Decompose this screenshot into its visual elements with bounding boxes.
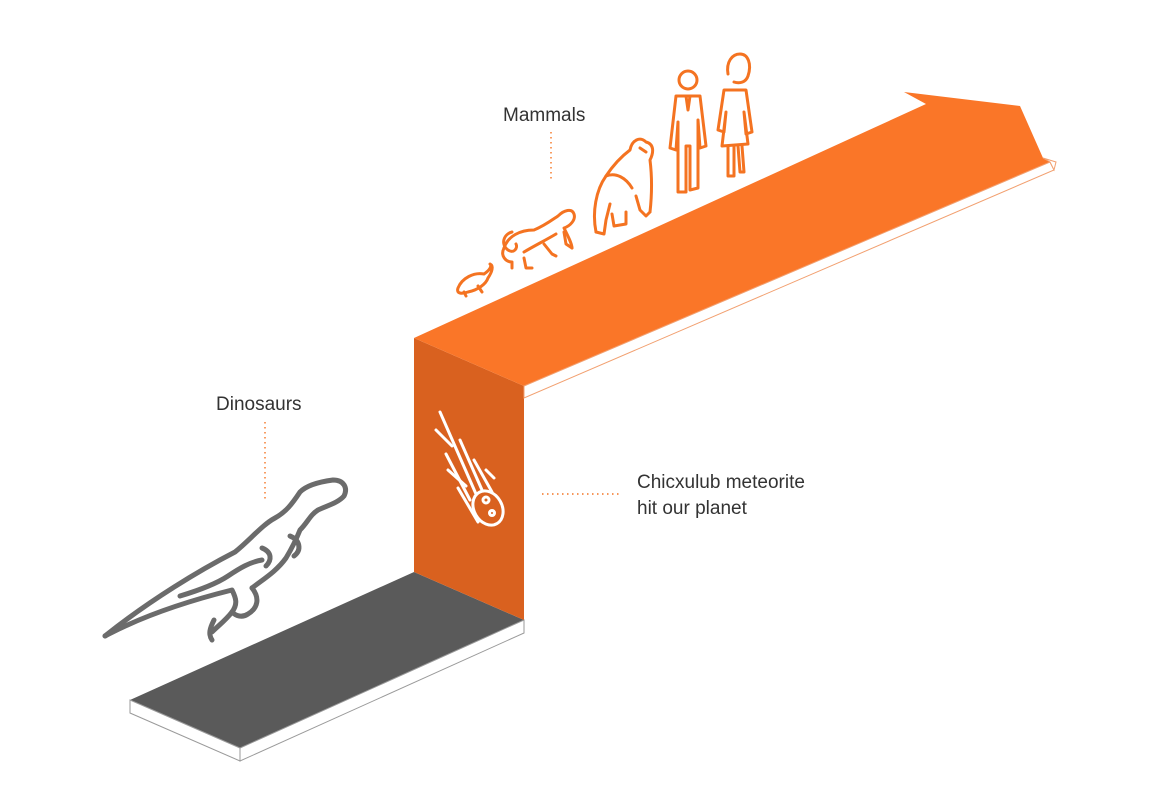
meteorite-label-line2: hit our planet xyxy=(637,498,747,519)
gorilla-icon xyxy=(592,137,655,236)
mammal-era-arrow xyxy=(414,92,1057,399)
mammals-label: Mammals xyxy=(503,105,586,126)
tyrannosaurus-icon xyxy=(102,477,348,643)
man-icon xyxy=(668,69,708,194)
leader-lines xyxy=(264,132,622,502)
meteorite-icon xyxy=(434,410,505,527)
monkey-icon xyxy=(501,208,576,270)
mouse-icon xyxy=(456,262,494,298)
meteorite-label-line1: Chicxulub meteorite xyxy=(637,472,805,493)
meteorite-label: Chicxulub meteorite hit our planet xyxy=(637,470,805,522)
dinosaurs-label: Dinosaurs xyxy=(216,394,302,415)
dinosaur-era-floor xyxy=(129,572,525,762)
woman-icon xyxy=(716,52,754,178)
